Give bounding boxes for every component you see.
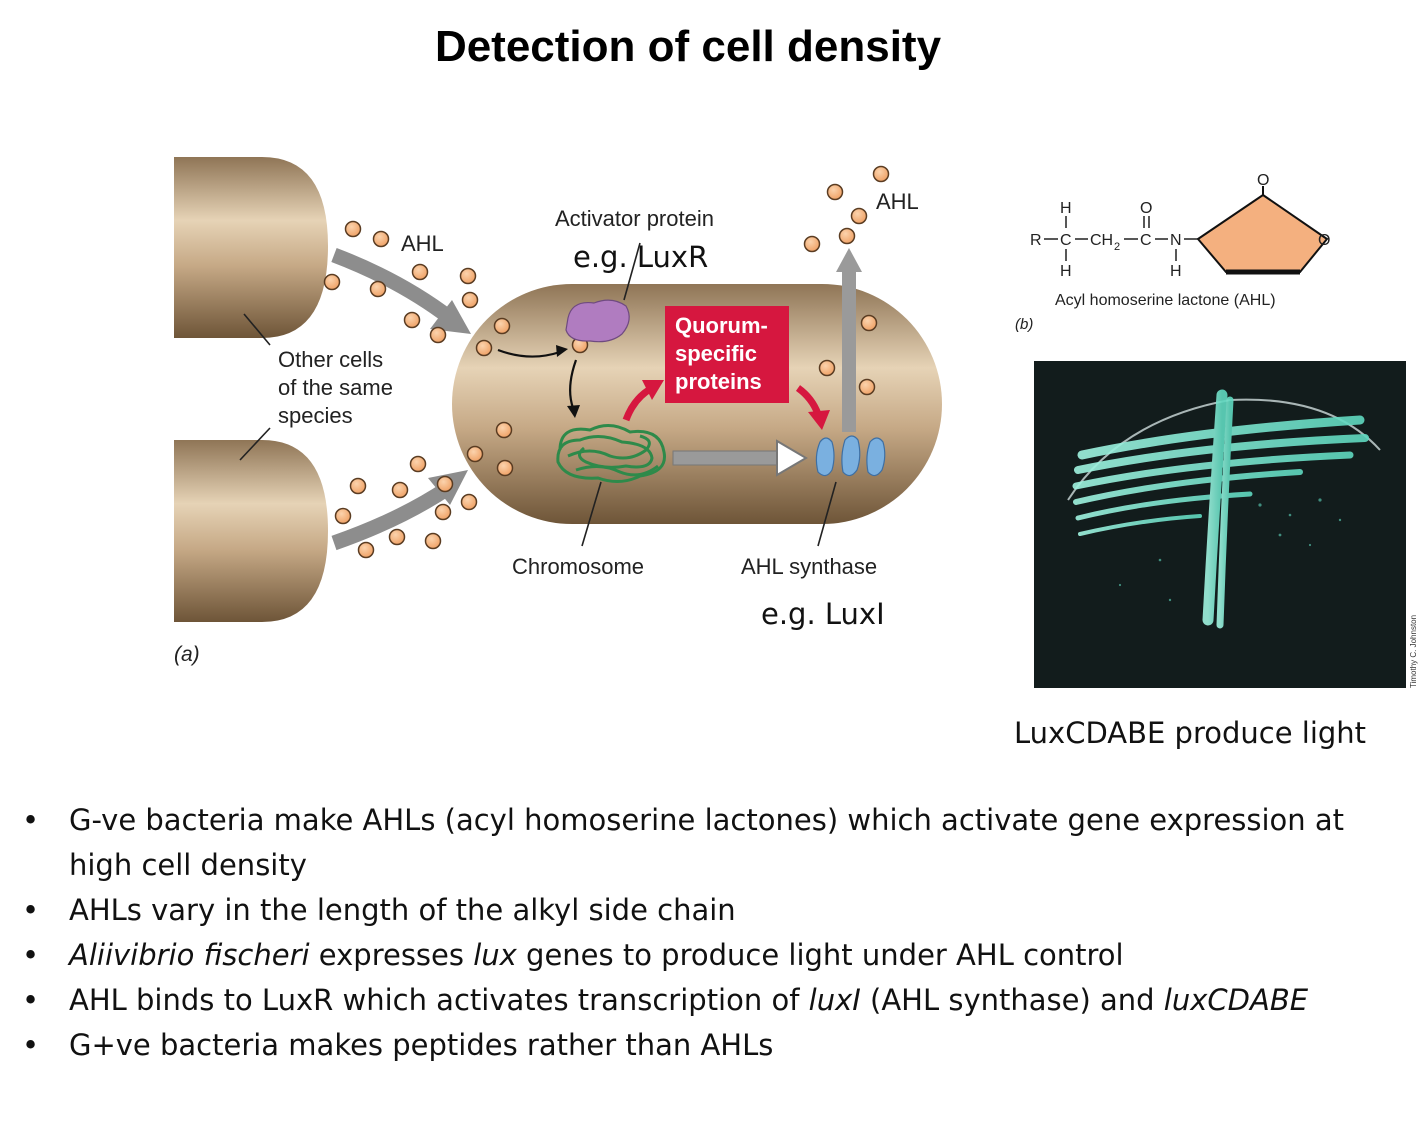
ahl-synthase-shape — [815, 435, 886, 477]
ahl-flow-arrow-top — [331, 247, 455, 324]
quorum-sensing-diagram: AHL AHL Other cells of the same species … — [174, 155, 1418, 688]
other-cell-top — [174, 157, 328, 338]
bullet-text: AHLs vary in the length of the alkyl sid… — [69, 893, 736, 927]
transcription-arrow-shaft — [672, 450, 778, 466]
ring-oxygen-top: O — [1257, 172, 1269, 189]
ch2-group: CH — [1090, 232, 1113, 249]
carbonyl-carbon: C — [1140, 232, 1152, 249]
bullet-text: (AHL synthase) and — [860, 983, 1164, 1017]
panel-a-label: (a) — [174, 643, 200, 666]
hydrogen-1-bottom: H — [1060, 263, 1072, 280]
bullet-text: lux — [473, 938, 517, 972]
bullet-text: G+ve bacteria makes peptides rather than… — [69, 1028, 774, 1062]
bullet-text: Aliivibrio fischeri — [69, 938, 310, 972]
other-cells-leader-top — [243, 313, 271, 346]
bullet-list: G-ve bacteria make AHLs (acyl homoserine… — [20, 798, 1405, 1068]
bullet-item: AHLs vary in the length of the alkyl sid… — [20, 888, 1405, 933]
ahl-export-arrow-shaft — [842, 270, 856, 432]
activator-protein-label: Activator protein — [555, 206, 714, 231]
chromosome-label: Chromosome — [512, 554, 644, 579]
other-cells-label-line3: species — [278, 403, 353, 428]
other-cell-bottom — [174, 440, 328, 622]
synthase-example-label: e.g. LuxI — [761, 597, 885, 631]
bullet-item: G+ve bacteria makes peptides rather than… — [20, 1023, 1405, 1068]
chromosome-shape — [556, 424, 666, 483]
bullet-text: luxCDABE — [1163, 983, 1309, 1017]
ahl-flow-arrowhead-top — [430, 300, 471, 334]
ring-oxygen-right: O — [1318, 232, 1330, 249]
chromosome-leader — [581, 481, 602, 547]
ahl-flow-arrow-bottom — [331, 481, 453, 551]
activator-leader — [623, 242, 641, 301]
activator-to-chromosome-arrow — [569, 359, 578, 409]
ahl-label-left: AHL — [401, 231, 444, 256]
quorum-label-line1: Quorum- — [675, 313, 768, 338]
page-title: Detection of cell density — [434, 22, 942, 71]
ahl-label-top: AHL — [876, 189, 919, 214]
ahl-export-arrowhead — [836, 248, 862, 272]
nitrogen: N — [1170, 232, 1182, 249]
ahl-molecules — [323, 165, 890, 559]
activator-protein-shape — [565, 299, 630, 343]
bullet-text: AHL binds to LuxR which activates transc… — [69, 983, 809, 1017]
photo-credit: Timothy C. Johnston — [1409, 615, 1418, 688]
ch2-subscript: 2 — [1114, 241, 1120, 253]
activator-example-label: e.g. LuxR — [573, 240, 708, 274]
bullet-text: G-ve bacteria make AHLs (acyl homoserine… — [69, 803, 1345, 882]
hydrogen-1-top: H — [1060, 200, 1072, 217]
bullet-text: genes to produce light under AHL control — [516, 938, 1124, 972]
other-cells-leader-bottom — [239, 427, 271, 461]
bullet-text: luxI — [808, 983, 861, 1017]
photo-caption: LuxCDABE produce light — [1014, 716, 1367, 750]
r-group: R — [1030, 232, 1042, 249]
lactone-ring — [1196, 193, 1329, 273]
panel-b-label: (b) — [1015, 316, 1033, 333]
other-cells-label-line2: of the same — [278, 375, 393, 400]
carbonyl-oxygen: O — [1140, 200, 1152, 217]
bullet-item: Aliivibrio fischeri expresses lux genes … — [20, 933, 1405, 978]
quorum-label-line3: proteins — [675, 369, 762, 394]
bullet-item: G-ve bacteria make AHLs (acyl homoserine… — [20, 798, 1405, 888]
luminescent-plate-photo — [1034, 361, 1406, 688]
bullet-item: AHL binds to LuxR which activates transc… — [20, 978, 1405, 1023]
quorum-label-line2: specific — [675, 341, 757, 366]
bullet-text: expresses — [309, 938, 474, 972]
ahl-structure: O O R C H H CH 2 C O N H Acyl homoserine… — [1015, 172, 1330, 333]
ahl-to-activator-arrow — [497, 348, 561, 358]
carbon-1: C — [1060, 232, 1072, 249]
nitrogen-hydrogen: H — [1170, 263, 1182, 280]
transcription-arrowhead — [776, 439, 808, 477]
ahl-synthase-label: AHL synthase — [741, 554, 877, 579]
other-cells-label-line1: Other cells — [278, 347, 383, 372]
quorum-proteins-box — [665, 306, 789, 403]
synthase-leader — [817, 481, 837, 547]
structure-caption: Acyl homoserine lactone (AHL) — [1055, 292, 1276, 309]
